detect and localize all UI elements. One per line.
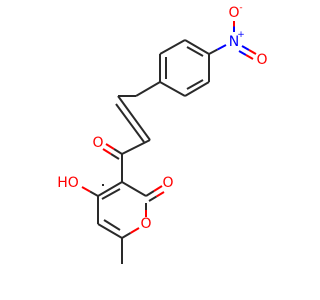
pyranone-double-bond — [101, 188, 121, 200]
hydroxyl-bond — [89, 190, 99, 197]
ketone-double-bond — [105, 143, 115, 150]
n-o-double-bond — [241, 45, 250, 51]
ketone-double-bond — [110, 153, 120, 160]
n-o-double-bond — [248, 49, 257, 55]
vinyl-carbonyl-bond — [121, 139, 151, 155]
pyranone-bond — [129, 227, 140, 234]
nitro-nitrogen-atom: N — [229, 34, 239, 50]
nitro-oxygen-top-atom: O — [228, 5, 239, 21]
bond-lines — [81, 21, 257, 264]
benzene-bond — [159, 39, 186, 55]
ketone-double-bond — [102, 148, 112, 155]
benzene-double-bond — [186, 79, 204, 90]
lactone-double-bond — [153, 185, 163, 192]
c-n-bond — [208, 48, 218, 55]
pyranone-bond — [121, 232, 132, 239]
pyranone-bond — [97, 181, 123, 197]
vinyl-double-bond — [115, 103, 145, 143]
ketone-double-bond — [113, 148, 123, 155]
benzene-bond — [184, 81, 210, 97]
nitro-oxygen-charge: - — [239, 3, 242, 13]
ketone-oxygen-atom: O — [92, 135, 103, 151]
lactone-double-bond — [155, 191, 165, 198]
benzene-double-bond — [186, 46, 204, 57]
lactone-double-bond — [145, 190, 155, 197]
benzene-bond — [184, 39, 210, 55]
n-o-double-bond — [238, 50, 247, 56]
nitro-oxygen-right-atom: O — [256, 52, 267, 68]
pyranone-bond — [121, 181, 147, 197]
pyranone-double-bond — [103, 219, 121, 231]
hydroxyl-group: HO — [57, 175, 79, 191]
c-n-bond — [217, 44, 227, 51]
nitro-nitrogen-charge: + — [237, 30, 245, 40]
hydroxyl-bond — [81, 186, 91, 193]
n-o-double-bond — [245, 54, 254, 60]
benzene-bond — [159, 81, 186, 97]
lactone-double-bond — [148, 195, 158, 202]
background — [0, 0, 300, 300]
vinyl-double-bond — [117, 95, 151, 141]
ring-oxygen-atom: O — [140, 216, 151, 232]
pyranone-bond — [97, 223, 123, 239]
aryl-vinyl-bond — [135, 81, 161, 97]
lactone-carbonyl-oxygen-atom: O — [162, 175, 173, 191]
